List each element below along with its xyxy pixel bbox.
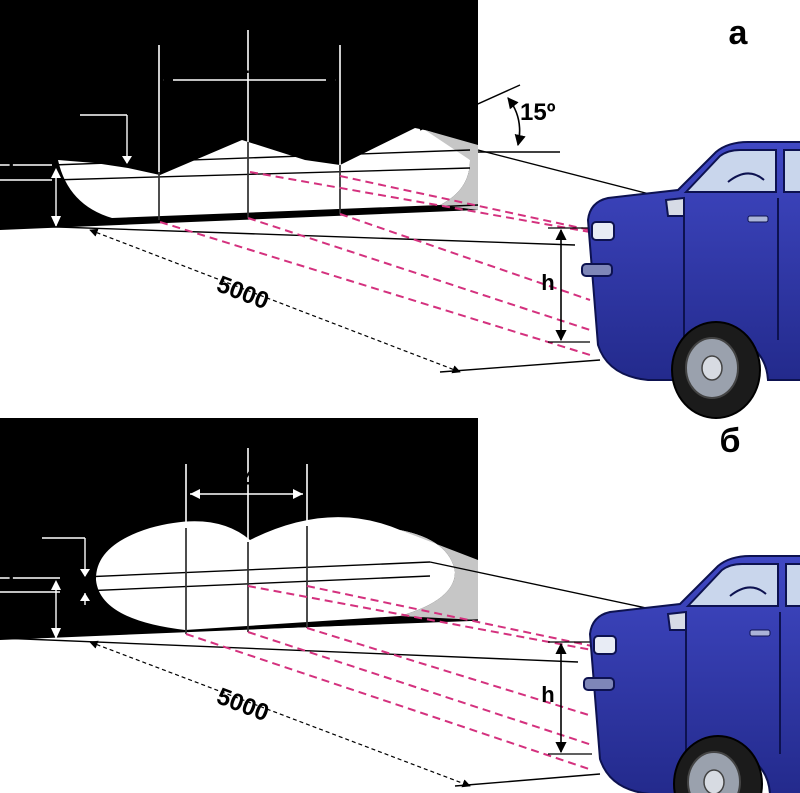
label-height-car-b: h [541,682,554,707]
label-offset-a: 100 [84,87,124,114]
label-offset-b: 50 [47,511,74,538]
car-b [583,555,800,793]
panel-tag-a: а [729,14,749,52]
label-line-1-b: 1 [4,561,17,588]
label-line-1-a: 1 [4,149,17,176]
label-line-2-b: 2 [4,589,17,616]
label-center-a: 0 [241,7,254,34]
label-distance-a: 5000 [213,271,273,315]
beam-pattern-a [58,128,470,218]
label-width-b: 840 [228,467,268,494]
panel-a: A 0 B 1180 100 1 2 h 15º h 5000 а [0,0,800,419]
label-distance-b: 5000 [213,683,273,727]
label-point-e: E [299,438,315,465]
label-height-small-a: h [36,186,49,211]
label-height-car-a: h [541,270,554,295]
panel-tag-b: б [719,422,740,460]
label-line-2-a: 2 [4,177,17,204]
car-a [581,141,800,419]
beam-shadow-b [400,530,478,620]
label-width-a: 1180 [224,52,276,79]
label-angle-a: 15º [520,99,556,126]
label-center-b: 0 [241,421,254,448]
panel-b: C 0 E 840 50 1 2 h h 5000 б [0,418,800,793]
label-point-c: C [177,438,194,465]
label-height-small-b: h [36,598,49,623]
label-point-a: A [148,21,165,48]
label-point-b: B [331,21,348,48]
